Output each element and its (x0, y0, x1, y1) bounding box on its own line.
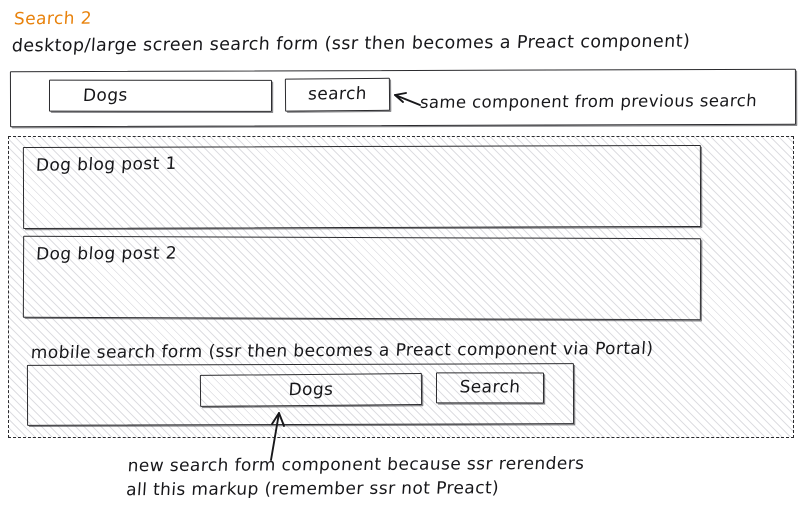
arrow-up-icon (270, 412, 285, 461)
blog-post-title: Dog blog post 2 (35, 243, 178, 265)
arrow-left-icon (394, 92, 421, 106)
mobile-search-button-label: Search (458, 377, 522, 398)
blog-post-title: Dog blog post 1 (35, 153, 178, 176)
mobile-search-form: Dogs Search (26, 363, 575, 426)
blog-post-card[interactable]: Dog blog post 2 (22, 235, 702, 321)
desktop-form-caption: desktop/large screen search form (ssr th… (11, 31, 691, 57)
blog-post-card[interactable]: Dog blog post 1 (22, 144, 702, 230)
desktop-search-button[interactable]: search (284, 77, 391, 112)
mobile-search-button[interactable]: Search (435, 372, 544, 404)
bottom-annotation: new search form component because ssr re… (125, 452, 585, 502)
desktop-search-button-label: search (307, 83, 368, 105)
mobile-form-caption: mobile search form (ssr then becomes a P… (30, 338, 654, 364)
desktop-search-input-value: Dogs (82, 85, 129, 106)
ssr-rendered-region: Dog blog post 1 Dog blog post 2 mobile s… (8, 136, 794, 438)
page-title: Search 2 (13, 8, 93, 30)
desktop-form-annotation: same component from previous search (419, 91, 758, 112)
bottom-annotation-line-2: all this markup (remember ssr not Preact… (125, 478, 500, 501)
mobile-search-input[interactable]: Dogs (199, 373, 423, 407)
mobile-search-input-value: Dogs (287, 379, 334, 401)
bottom-annotation-line-1: new search form component because ssr re… (127, 453, 585, 477)
desktop-search-input[interactable]: Dogs (48, 79, 273, 112)
